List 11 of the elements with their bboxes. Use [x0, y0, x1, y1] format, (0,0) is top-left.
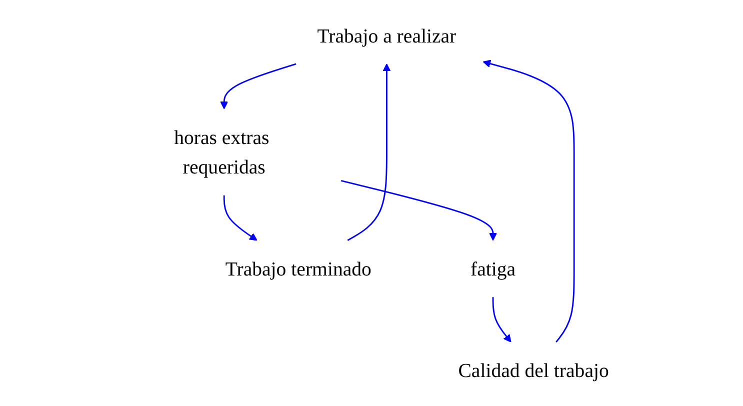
node-text: fatiga	[470, 257, 516, 280]
arrow	[220, 63, 296, 110]
arrow	[482, 60, 575, 343]
arrow	[347, 64, 391, 241]
arrow	[492, 297, 512, 342]
node-text: Trabajo a realizar	[317, 24, 456, 47]
node-text: Calidad del trabajo	[458, 359, 609, 382]
arrow	[223, 195, 258, 241]
arrow	[340, 180, 497, 241]
node-text: horas extras requeridas	[174, 126, 270, 178]
node-text: Trabajo terminado	[225, 257, 372, 280]
